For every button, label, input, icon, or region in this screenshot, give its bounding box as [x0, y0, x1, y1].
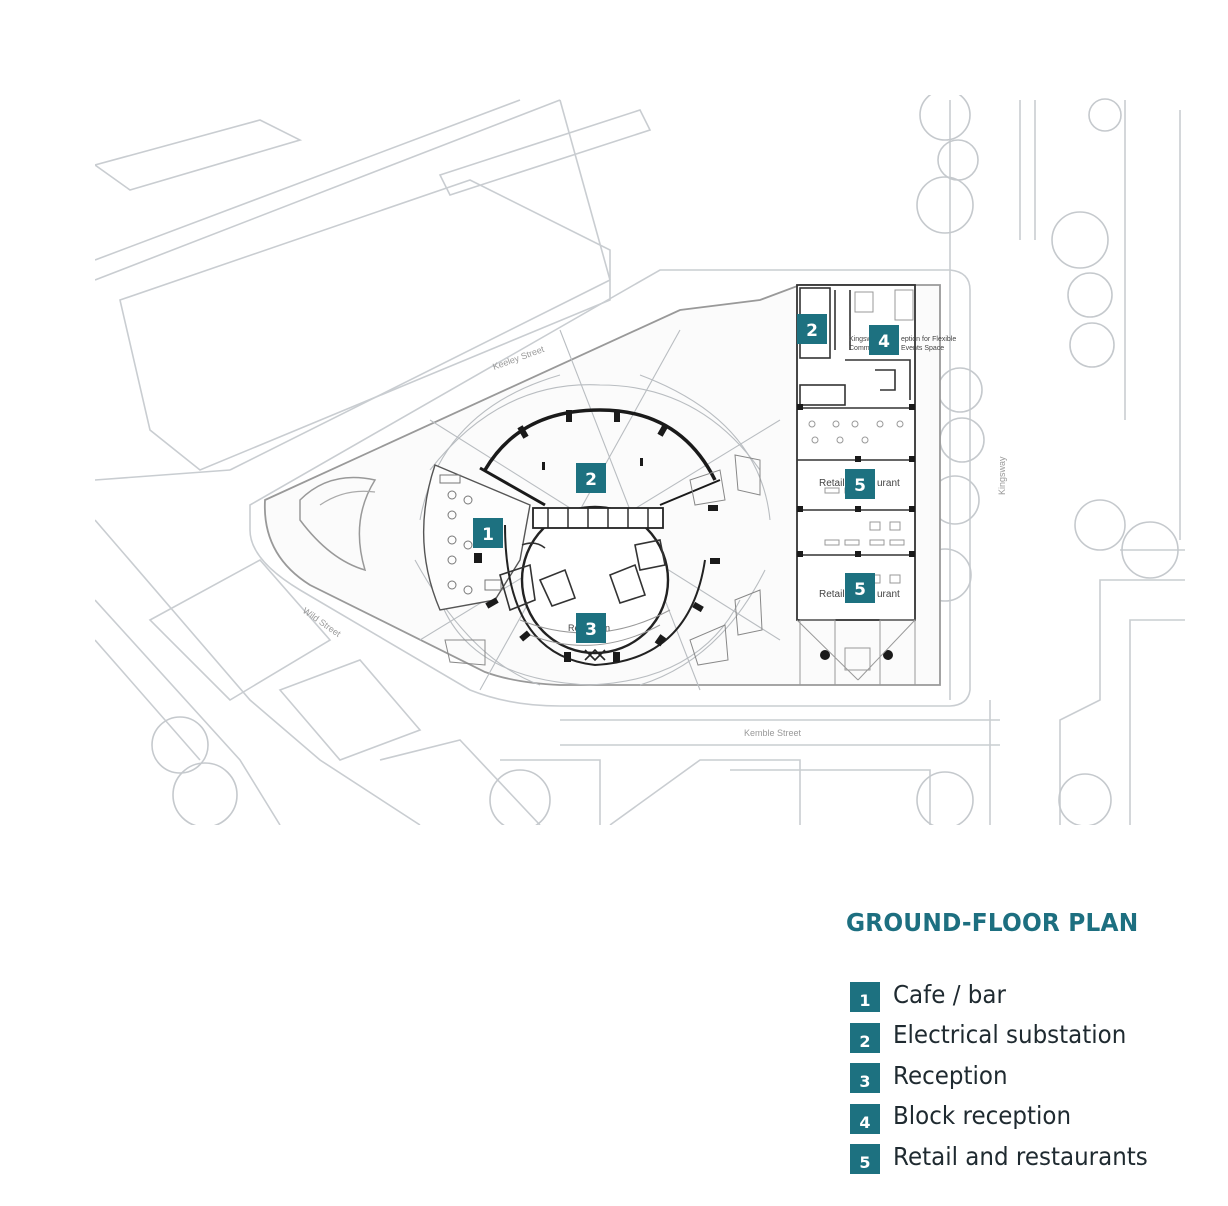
street-label-kemble: Kemble Street: [744, 728, 802, 738]
legend-item: 4 Block reception: [850, 1096, 1216, 1137]
legend-label: Cafe / bar: [893, 979, 1006, 1009]
room-label: n: [605, 623, 610, 633]
marker-5-retail-upper: 5: [845, 469, 875, 499]
legend-item: 3 Reception: [850, 1055, 1216, 1096]
svg-text:2: 2: [585, 470, 597, 490]
room-label: Retail: [819, 478, 845, 489]
legend-item: 2 Electrical substation: [850, 1015, 1216, 1056]
svg-text:5: 5: [854, 580, 866, 600]
legend-label: Retail and restaurants: [893, 1141, 1148, 1171]
plan-markers: 1 2 3 2 4 5 5: [473, 314, 899, 643]
legend-label: Reception: [893, 1060, 1008, 1090]
svg-text:5: 5: [854, 476, 866, 496]
marker-2-substation-east: 2: [797, 314, 827, 344]
room-label: Comm: [849, 345, 870, 352]
ground-floor-plan-drawing: Keeley Street Kemble Street Wild Street …: [95, 95, 1185, 825]
room-label: Retail: [819, 589, 845, 600]
legend-title: GROUND-FLOOR PLAN: [846, 908, 1139, 937]
svg-text:2: 2: [806, 321, 818, 341]
legend: GROUND-FLOOR PLAN 1 Cafe / bar 2 Electri…: [846, 908, 1216, 1177]
svg-text:1: 1: [482, 525, 494, 545]
legend-number: 1: [850, 982, 880, 1013]
legend-number: 3: [850, 1063, 880, 1094]
street-label-keeley: Keeley Street: [491, 344, 546, 372]
room-label: eption for Flexible: [901, 336, 956, 343]
room-label: Events Space: [901, 345, 944, 352]
legend-item: 1 Cafe / bar: [850, 974, 1216, 1015]
marker-1-cafe-bar: 1: [473, 518, 503, 548]
legend-label: Electrical substation: [893, 1020, 1127, 1050]
legend-number: 2: [850, 1022, 880, 1053]
svg-text:3: 3: [585, 620, 597, 640]
room-labels: Retail urant Retail urant Re n Kingsw ep…: [568, 336, 956, 633]
room-label: Re: [568, 623, 580, 633]
legend-label: Block reception: [893, 1101, 1072, 1131]
room-label: urant: [877, 589, 900, 600]
marker-3-reception: 3: [576, 613, 606, 643]
context-buildings: [95, 99, 1185, 825]
legend-number: 4: [850, 1103, 880, 1134]
street-label-kingsway: Kingsway: [997, 456, 1007, 495]
room-label: urant: [877, 478, 900, 489]
marker-4-block-reception: 4: [869, 325, 899, 355]
legend-number: 5: [850, 1144, 880, 1175]
legend-item: 5 Retail and restaurants: [850, 1136, 1216, 1177]
street-label-wild: Wild Street: [301, 605, 343, 639]
site-plan: Keeley Street Kemble Street Wild Street …: [95, 95, 1185, 825]
marker-5-retail-lower: 5: [845, 573, 875, 603]
svg-text:4: 4: [878, 332, 890, 352]
room-label: Kingsw: [849, 336, 873, 343]
marker-2-substation: 2: [576, 463, 606, 493]
